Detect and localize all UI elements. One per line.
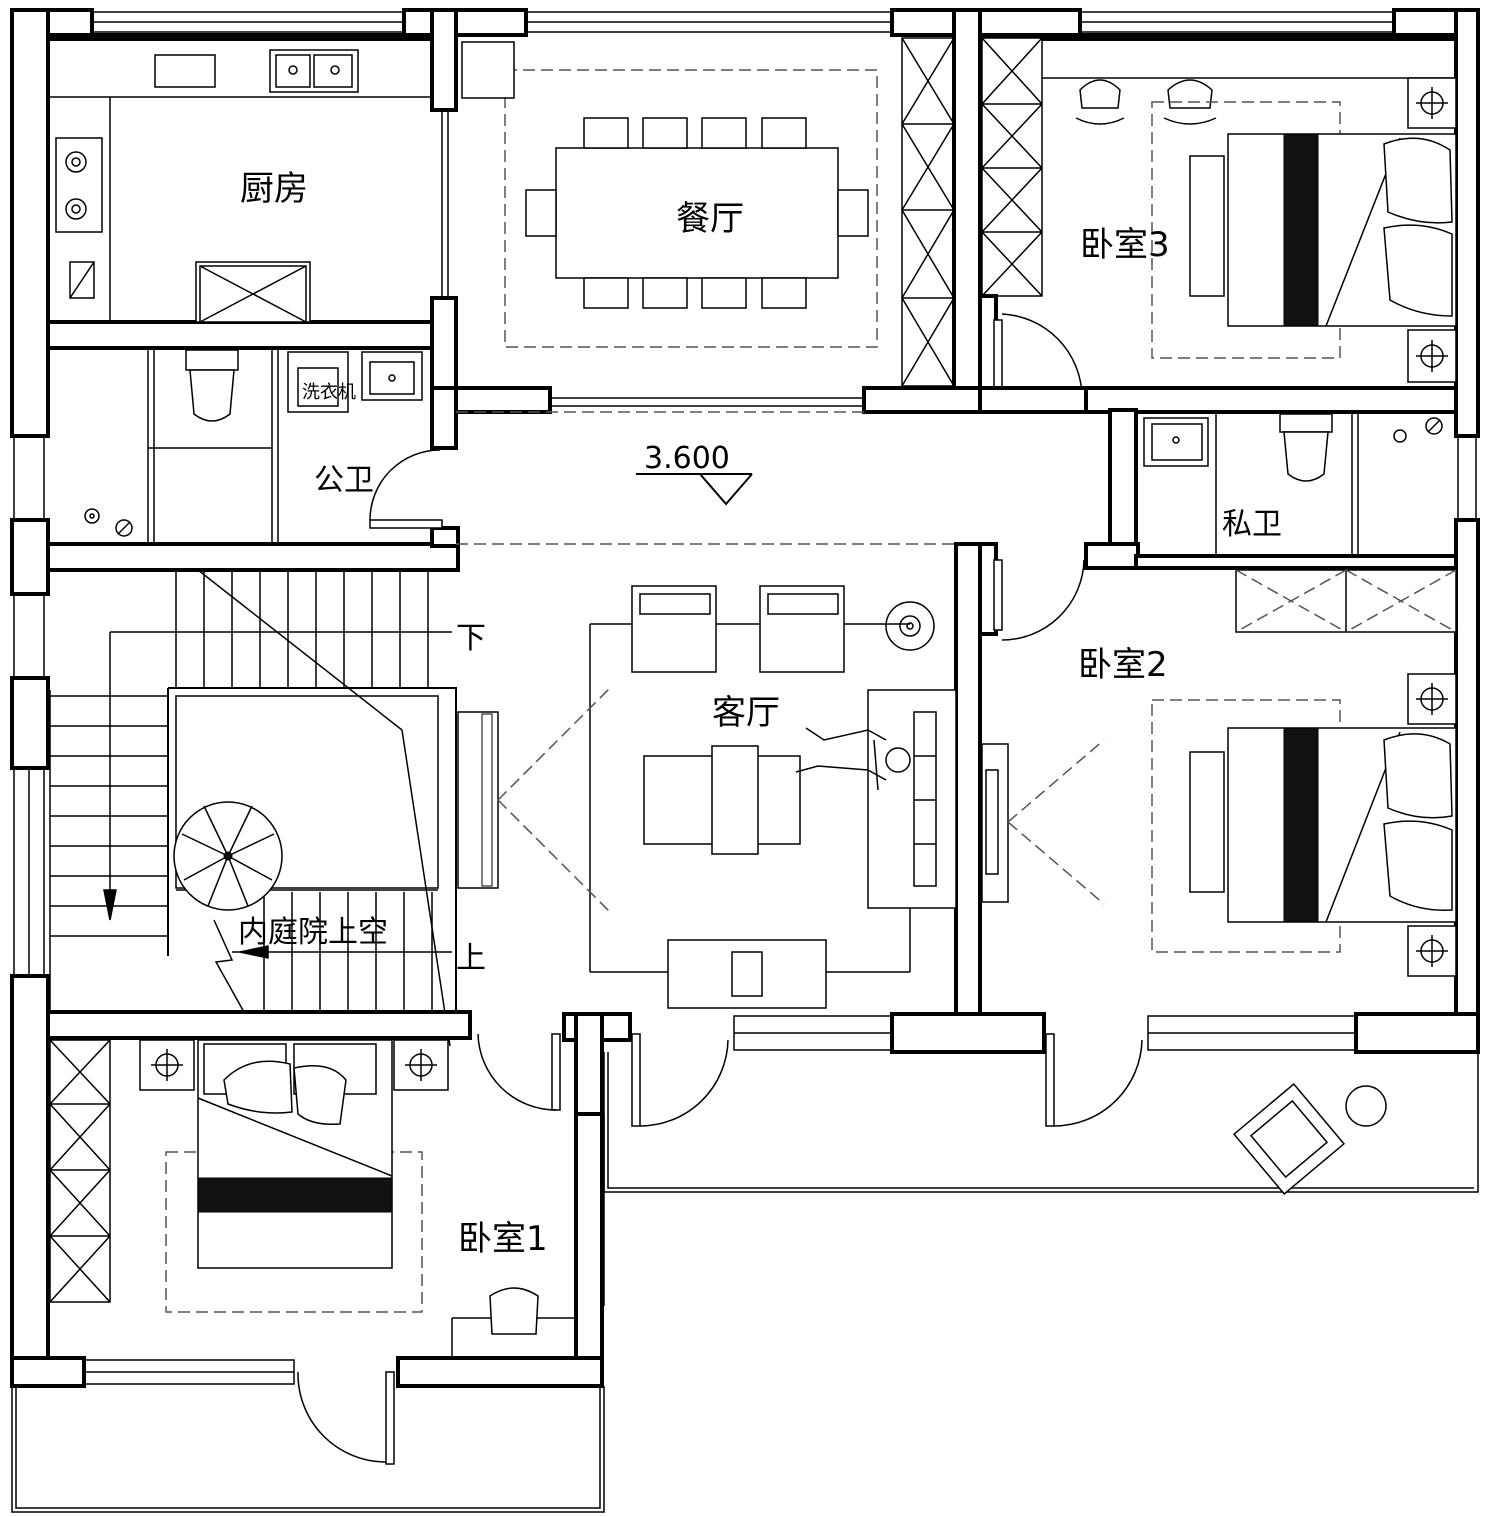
balcony-chair-icon — [1232, 1082, 1346, 1196]
plant-icon — [173, 801, 283, 911]
bedroom1-label: 卧室1 — [458, 1219, 548, 1259]
kitchen-label: 厨房 — [240, 169, 308, 209]
bedroom2-label: 卧室2 — [1078, 645, 1168, 685]
south-walls — [46, 1010, 1480, 1196]
person-figure-icon — [795, 727, 911, 791]
elevation-label: 3.600 — [644, 441, 730, 476]
washer-label: 洗衣机 — [302, 382, 356, 403]
bedroom3-label: 卧室3 — [1080, 225, 1170, 265]
private-bathroom: 私卫 — [1084, 408, 1458, 570]
living-label: 客厅 — [712, 693, 780, 733]
stair-up-label: 上 — [456, 941, 486, 976]
living-room: 客厅 — [457, 542, 982, 1016]
bedroom-3: 卧室3 — [978, 37, 1458, 414]
public-bath-label: 公卫 — [314, 463, 374, 498]
public-bathroom: 洗衣机 公卫 — [46, 349, 460, 572]
dining-room: 餐厅 — [454, 8, 982, 414]
private-bath-label: 私卫 — [1222, 507, 1282, 542]
bedroom-2: 卧室2 — [978, 542, 1457, 977]
stair-treads-top — [175, 570, 429, 688]
staircase: 下 上 内庭院上空 — [48, 569, 486, 1047]
courtyard-void-label: 内庭院上空 — [238, 915, 388, 950]
kitchen: 厨房 — [46, 8, 458, 390]
elevation-marker: 3.600 — [456, 411, 956, 545]
exterior-walls — [10, 8, 1480, 1388]
stair-down-label: 下 — [456, 621, 486, 656]
bedroom-1: 卧室1 — [10, 1039, 605, 1513]
dining-label: 餐厅 — [676, 199, 744, 239]
